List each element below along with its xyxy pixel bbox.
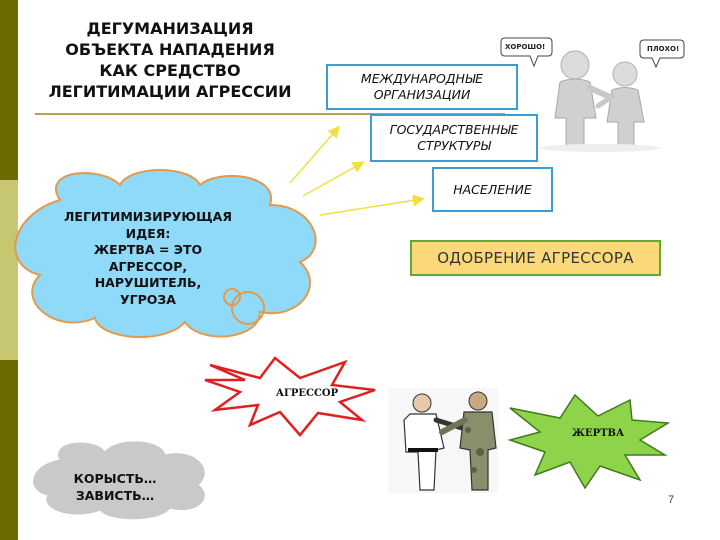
idea-cloud-text: ЛЕГИТИМИЗИРУЮЩАЯ ИДЕЯ: ЖЕРТВА = ЭТО АГРЕ… xyxy=(64,209,232,307)
international-organizations-label: МЕЖДУНАРОДНЫЕ ОРГАНИЗАЦИИ xyxy=(360,71,484,102)
population-box: НАСЕЛЕНИЕ xyxy=(432,167,553,212)
arrow-to-international xyxy=(289,125,340,184)
people-figures-illustration xyxy=(500,37,685,152)
aggressor-burst xyxy=(204,356,376,437)
speech-good: ХОРОШО! xyxy=(505,43,546,51)
state-structures-box: ГОСУДАРСТВЕННЫЕ СТРУКТУРЫ xyxy=(370,114,538,162)
aggressor-approval-label: ОДОБРЕНИЕ АГРЕССОРА xyxy=(437,249,634,267)
page-title: ДЕГУМАНИЗАЦИЯ ОБЪЕКТА НАПАДЕНИЯ КАК СРЕД… xyxy=(48,19,292,101)
international-organizations-box: МЕЖДУНАРОДНЫЕ ОРГАНИЗАЦИИ xyxy=(326,64,518,110)
arrow-to-state xyxy=(302,161,365,197)
greed-cloud xyxy=(33,441,205,520)
aggressor-label: АГРЕССОР xyxy=(275,388,339,399)
speech-bad: ПЛОХО! xyxy=(647,45,680,53)
population-label: НАСЕЛЕНИЕ xyxy=(453,181,532,197)
arrow-to-population xyxy=(319,194,425,216)
title-underline xyxy=(35,113,505,115)
idea-cloud xyxy=(14,169,317,339)
fighters-illustration xyxy=(388,388,498,493)
greed-envy-text: КОРЫСТЬ… ЗАВИСТЬ… xyxy=(73,471,157,503)
victim-label: ЖЕРТВА xyxy=(571,428,625,439)
sidebar-dark-segment-bottom xyxy=(0,360,18,540)
victim-burst xyxy=(507,393,671,490)
aggressor-approval-box: ОДОБРЕНИЕ АГРЕССОРА xyxy=(410,240,661,276)
sidebar-dark-segment xyxy=(0,0,18,180)
page-number: 7 xyxy=(668,494,675,506)
sidebar-light-segment xyxy=(0,180,18,360)
state-structures-label: ГОСУДАРСТВЕННЫЕ СТРУКТУРЫ xyxy=(389,122,519,153)
